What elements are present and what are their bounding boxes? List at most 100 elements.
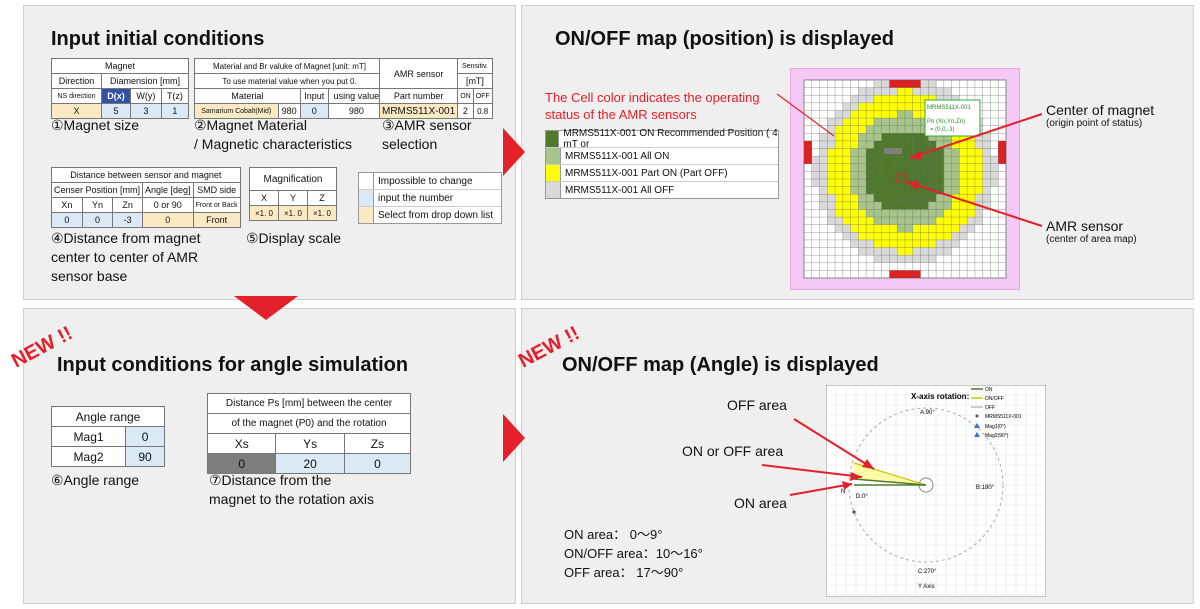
map-cell (881, 95, 890, 103)
legend-input-text: input the number (378, 192, 454, 204)
w-input[interactable]: 3 (129, 103, 162, 119)
map-cell (811, 156, 820, 164)
map-cell (889, 239, 898, 248)
map-cell (982, 194, 991, 202)
map-cell (905, 217, 913, 225)
mag2-input[interactable]: 90 (125, 446, 165, 467)
map-cell (943, 95, 952, 103)
map-cell (920, 209, 929, 218)
map-cell (835, 186, 843, 195)
mag-y-select[interactable]: ×1. 0 (278, 205, 308, 221)
map-cell (873, 255, 882, 263)
zs-input[interactable]: 0 (343, 453, 412, 474)
yn-input[interactable]: 0 (81, 212, 114, 228)
map-cell (889, 125, 898, 134)
map-cell (905, 118, 913, 126)
map-cell (936, 87, 944, 96)
mt-header: [mT] (457, 73, 493, 89)
map-cell (866, 232, 874, 240)
map-cell (974, 186, 983, 195)
map-cell (959, 186, 968, 195)
status-legend-text-2: MRMS511X-001 Part ON (Part OFF) (565, 167, 728, 179)
part-number-label: Part number (378, 88, 459, 104)
map-cell (967, 163, 975, 172)
map-cell (951, 232, 960, 240)
wy-header: W(y) (129, 88, 162, 104)
smd-select[interactable]: Front (192, 212, 241, 228)
legend-on-text: ON (985, 387, 993, 393)
map-cell (881, 80, 890, 88)
map-cell (827, 201, 836, 210)
map-cell (889, 156, 898, 164)
map-cell (928, 232, 937, 240)
ys-input[interactable]: 20 (275, 453, 345, 474)
rotation-line1: Distance Ps [mm] between the center (207, 393, 411, 414)
map-cell (905, 163, 913, 172)
d-input[interactable]: 5 (101, 103, 131, 119)
map-cell (866, 209, 874, 218)
map-cell (850, 148, 859, 157)
map-cell (912, 186, 921, 195)
map-cell (873, 179, 882, 187)
angle-select[interactable]: 0 (142, 212, 194, 228)
direction-select[interactable]: X (51, 103, 102, 119)
map-cell (873, 80, 882, 88)
map-cell (835, 148, 843, 157)
map-cell (912, 118, 921, 126)
zs-header: Zs (343, 433, 412, 454)
mag2-label: Mag2 (50, 446, 127, 467)
caption-rotation-line1: ⑦Distance from the (209, 472, 332, 488)
map-cell (912, 148, 921, 157)
map-cell (819, 201, 828, 210)
direction-header: Direction (51, 73, 102, 89)
map-cell (881, 87, 890, 96)
map-cell (912, 163, 921, 172)
map-cell (920, 171, 929, 179)
map-cell (835, 125, 843, 134)
map-cell (897, 171, 905, 179)
mag-z-select[interactable]: ×1. 0 (307, 205, 337, 221)
legend-select-text: Select from drop down list (378, 209, 494, 221)
map-cell (842, 125, 851, 134)
map-cell (866, 217, 874, 225)
map-cell (905, 201, 913, 210)
map-cell (873, 87, 882, 96)
status-legend-item-0: MRMS511X-001 ON Recommended Position ( 4… (546, 128, 778, 150)
map-cell (889, 133, 898, 141)
map-cell (866, 95, 874, 103)
part-number-select[interactable]: MRMS511X-001 (378, 103, 459, 119)
map-cell (827, 125, 836, 134)
map-cell (873, 232, 882, 240)
panel-title: Input initial conditions (51, 28, 265, 50)
map-cell (858, 232, 867, 240)
xn-input[interactable]: 0 (51, 212, 83, 228)
material-input[interactable]: 0 (299, 103, 329, 119)
map-cell (905, 148, 913, 157)
map-cell (873, 148, 882, 157)
center-of-magnet-label: Center of magnet (origin point of status… (1046, 102, 1154, 129)
material-select[interactable]: Samarium Cobalt(Mid) (194, 103, 279, 119)
map-cell (889, 140, 898, 149)
map-cell (827, 163, 836, 172)
t-input[interactable]: 1 (160, 103, 190, 119)
map-cell (889, 247, 898, 256)
map-cell (905, 194, 913, 202)
map-cell (928, 140, 937, 149)
map-cell (912, 224, 921, 233)
map-cell (936, 247, 944, 256)
mag-x-select[interactable]: ×1. 0 (249, 205, 279, 221)
caption-rotation-distance: ⑦Distance from the magnet to the rotatio… (209, 471, 374, 509)
map-cell (866, 247, 874, 256)
map-cell (912, 239, 921, 248)
map-cell (943, 224, 952, 233)
map-cell (897, 110, 905, 119)
map-cell (912, 133, 921, 141)
map-cell (920, 140, 929, 149)
map-cell (897, 217, 905, 225)
zn-input[interactable]: -3 (112, 212, 144, 228)
map-cell (858, 102, 867, 111)
xs-header: Xs (206, 433, 277, 454)
mag1-input[interactable]: 0 (125, 426, 165, 447)
